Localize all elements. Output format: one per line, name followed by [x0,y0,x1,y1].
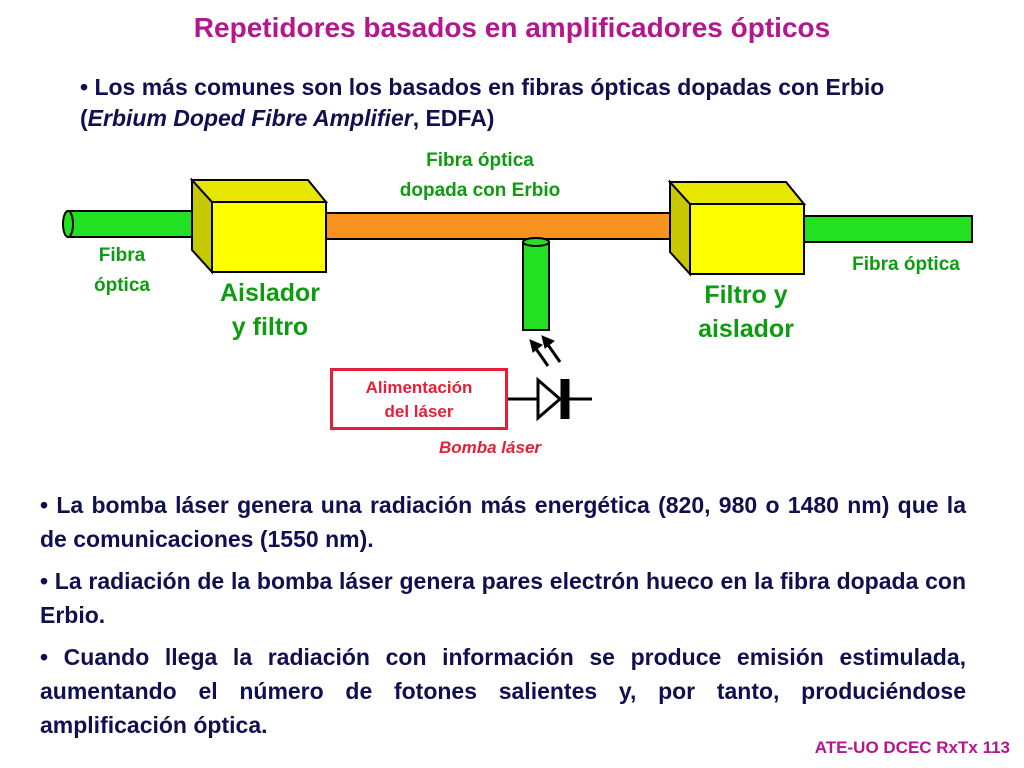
pump-laser-label: Bomba láser [438,438,542,457]
edfa-diagram-drawing [62,177,973,422]
power-label-line2: del láser [384,402,454,421]
doped-fiber-label: Fibra óptica dopada con Erbio [360,146,600,206]
light-emission-arrows [529,335,562,367]
doped-fiber-label-line2: dopada con Erbio [399,180,561,201]
filter-label-line1: Filtro y [704,281,788,309]
left-fiber-label-line1: Fibra [98,245,146,266]
intro-text-italic: Erbium Doped Fibre Amplifier [87,105,413,131]
left-fiber-label: Fibra óptica [74,241,170,301]
bullet-item: • La radiación de la bomba láser genera … [40,568,966,628]
isolator-filter-box [189,177,329,275]
filter-isolator-box [667,179,807,277]
left-fiber-label-line2: óptica [94,275,150,296]
bullet-item: • La bomba láser genera una radiación má… [40,492,966,552]
laser-power-supply-box: Alimentación del láser [330,368,508,430]
pump-fiber [522,237,550,331]
left-input-fiber [62,210,211,238]
right-output-fiber [799,215,973,243]
bullet-list: • La bomba láser genera una radiación má… [40,488,966,750]
intro-bullet: • Los más comunes son los basados en fib… [80,72,960,134]
isolator-label-line2: y filtro [231,313,309,341]
erbium-doped-fiber [324,212,686,240]
right-fiber-label: Fibra óptica [852,254,960,275]
slide-footer: ATE-UO DCEC RxTx 113 [814,738,1010,757]
bullet-item: • Cuando llega la radiación con informac… [40,644,966,738]
doped-fiber-label-line1: Fibra óptica [426,150,534,171]
edfa-diagram: Fibra óptica dopada con Erbio Fibra ópti… [0,140,1024,470]
filter-label-line2: aislador [698,315,794,343]
power-label-line1: Alimentación [365,378,473,397]
isolator-label: Aislador y filtro [190,276,350,344]
slide-title: Repetidores basados en amplificadores óp… [193,12,831,43]
laser-diode-icon [508,376,592,422]
isolator-label-line1: Aislador [219,279,321,307]
filter-label: Filtro y aislador [666,278,826,346]
intro-text-start: • Los más comunes son los basados en fib… [80,74,885,131]
intro-text-end: , EDFA) [412,105,495,131]
